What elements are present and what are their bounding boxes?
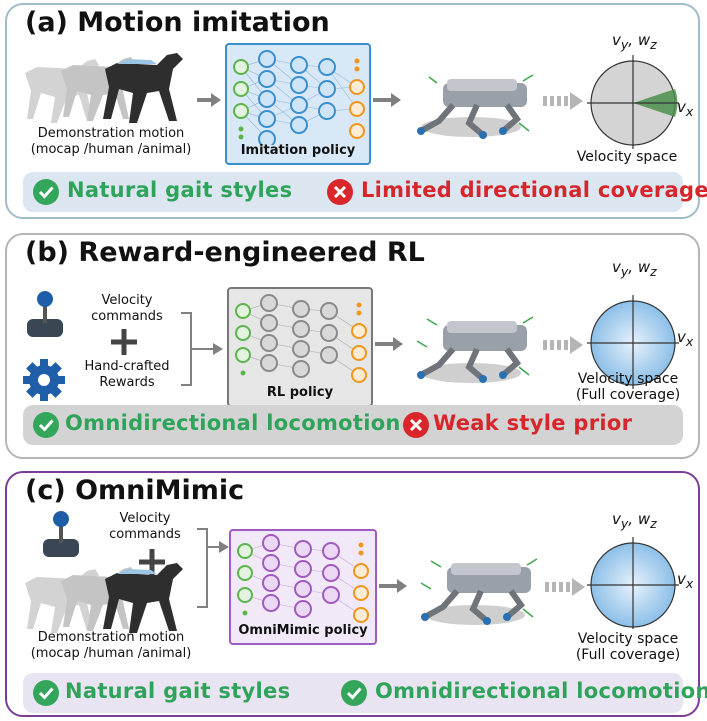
velocity-space-plot [587, 55, 679, 149]
demo-sublabel: (mocap /human /animal) [30, 142, 192, 157]
axis-y-label: vy, wz [612, 258, 657, 279]
command-sublabel: commands [91, 309, 163, 324]
arrow-icon [379, 579, 407, 593]
pro-text: Natural gait styles [65, 679, 291, 703]
panel-omnimimic: (c) OmniMimic Velocity commands Demonstr… [5, 471, 707, 717]
omnimimic-policy-network: OmniMimic policy [229, 529, 377, 645]
velocity-space-label: Velocity space [577, 631, 679, 647]
joystick-icon [27, 291, 63, 337]
dashed-arrow-icon [545, 578, 585, 596]
con-text: Weak style prior [433, 411, 633, 435]
axis-y-label: vy, wz [612, 510, 657, 531]
check-icon [33, 179, 59, 205]
command-sublabel: commands [109, 527, 181, 542]
velocity-space-plot [587, 295, 679, 389]
check-icon [341, 680, 367, 706]
bracket-arrow-icon [181, 312, 223, 386]
axis-x-label: vx [677, 570, 694, 591]
velocity-space-sublabel: (Full coverage) [575, 647, 681, 663]
reward-sublabel: Rewards [99, 375, 155, 390]
demo-sublabel: (mocap /human /animal) [30, 646, 192, 661]
panel-title: (b) Reward-engineered RL [25, 237, 425, 268]
demo-label: Demonstration motion [37, 630, 185, 645]
robot-dog-icon [420, 558, 538, 625]
policy-label: RL policy [266, 385, 334, 400]
dashed-arrow-icon [543, 92, 583, 110]
velocity-space-plot [587, 537, 679, 629]
neural-network-icon [233, 50, 365, 148]
arrow-icon [197, 93, 221, 107]
x-icon [403, 412, 429, 438]
velocity-space-label: Velocity space [576, 149, 678, 165]
con-text: Limited directional coverage [361, 178, 707, 202]
axis-x-label: vx [677, 98, 694, 119]
policy-label: OmniMimic policy [238, 623, 368, 638]
bracket-arrow-icon [197, 528, 229, 608]
joystick-icon [43, 511, 79, 557]
pro-text: Natural gait styles [67, 178, 293, 202]
robot-dog-icon [417, 74, 534, 139]
command-label: Velocity [101, 293, 153, 308]
imitation-policy-network: Imitation policy [225, 43, 371, 165]
arrow-icon [375, 337, 403, 351]
check-icon [33, 412, 59, 438]
dog-silhouette-icon [25, 563, 183, 633]
pro-text: Omnidirectional locomotion [65, 411, 401, 435]
pro-text: Omnidirectional locomotion [375, 679, 707, 703]
neural-network-icon [235, 294, 367, 383]
rl-policy-network: RL policy [227, 287, 373, 407]
panel-reward-engineered-rl: (b) Reward-engineered RL Velocity comman… [5, 233, 700, 459]
summary-bar: Natural gait styles Omnidirectional loco… [23, 673, 707, 713]
demo-label: Demonstration motion [37, 126, 185, 141]
summary-bar: Omnidirectional locomotion Weak style pr… [23, 405, 683, 445]
velocity-space-sublabel: (Full coverage) [575, 387, 681, 403]
gear-icon [23, 359, 65, 401]
reward-label: Hand-crafted [84, 359, 170, 374]
panel-title: (c) OmniMimic [25, 475, 245, 506]
axis-y-label: vy, wz [612, 31, 657, 52]
arrow-icon [373, 93, 401, 107]
policy-label: Imitation policy [240, 143, 356, 158]
dog-silhouette-icon [25, 53, 183, 123]
neural-network-icon [237, 534, 369, 623]
panel-motion-imitation: (a) Motion imitation Demonstration motio… [5, 3, 707, 219]
robot-dog-icon [416, 316, 534, 383]
plus-icon [111, 329, 137, 355]
command-label: Velocity [119, 511, 171, 526]
axis-x-label: vx [677, 328, 694, 349]
velocity-space-label: Velocity space [577, 371, 679, 387]
panel-title: (a) Motion imitation [25, 7, 330, 38]
x-icon [327, 179, 353, 205]
summary-bar: Natural gait styles Limited directional … [23, 172, 707, 212]
check-icon [33, 680, 59, 706]
dashed-arrow-icon [543, 336, 583, 354]
